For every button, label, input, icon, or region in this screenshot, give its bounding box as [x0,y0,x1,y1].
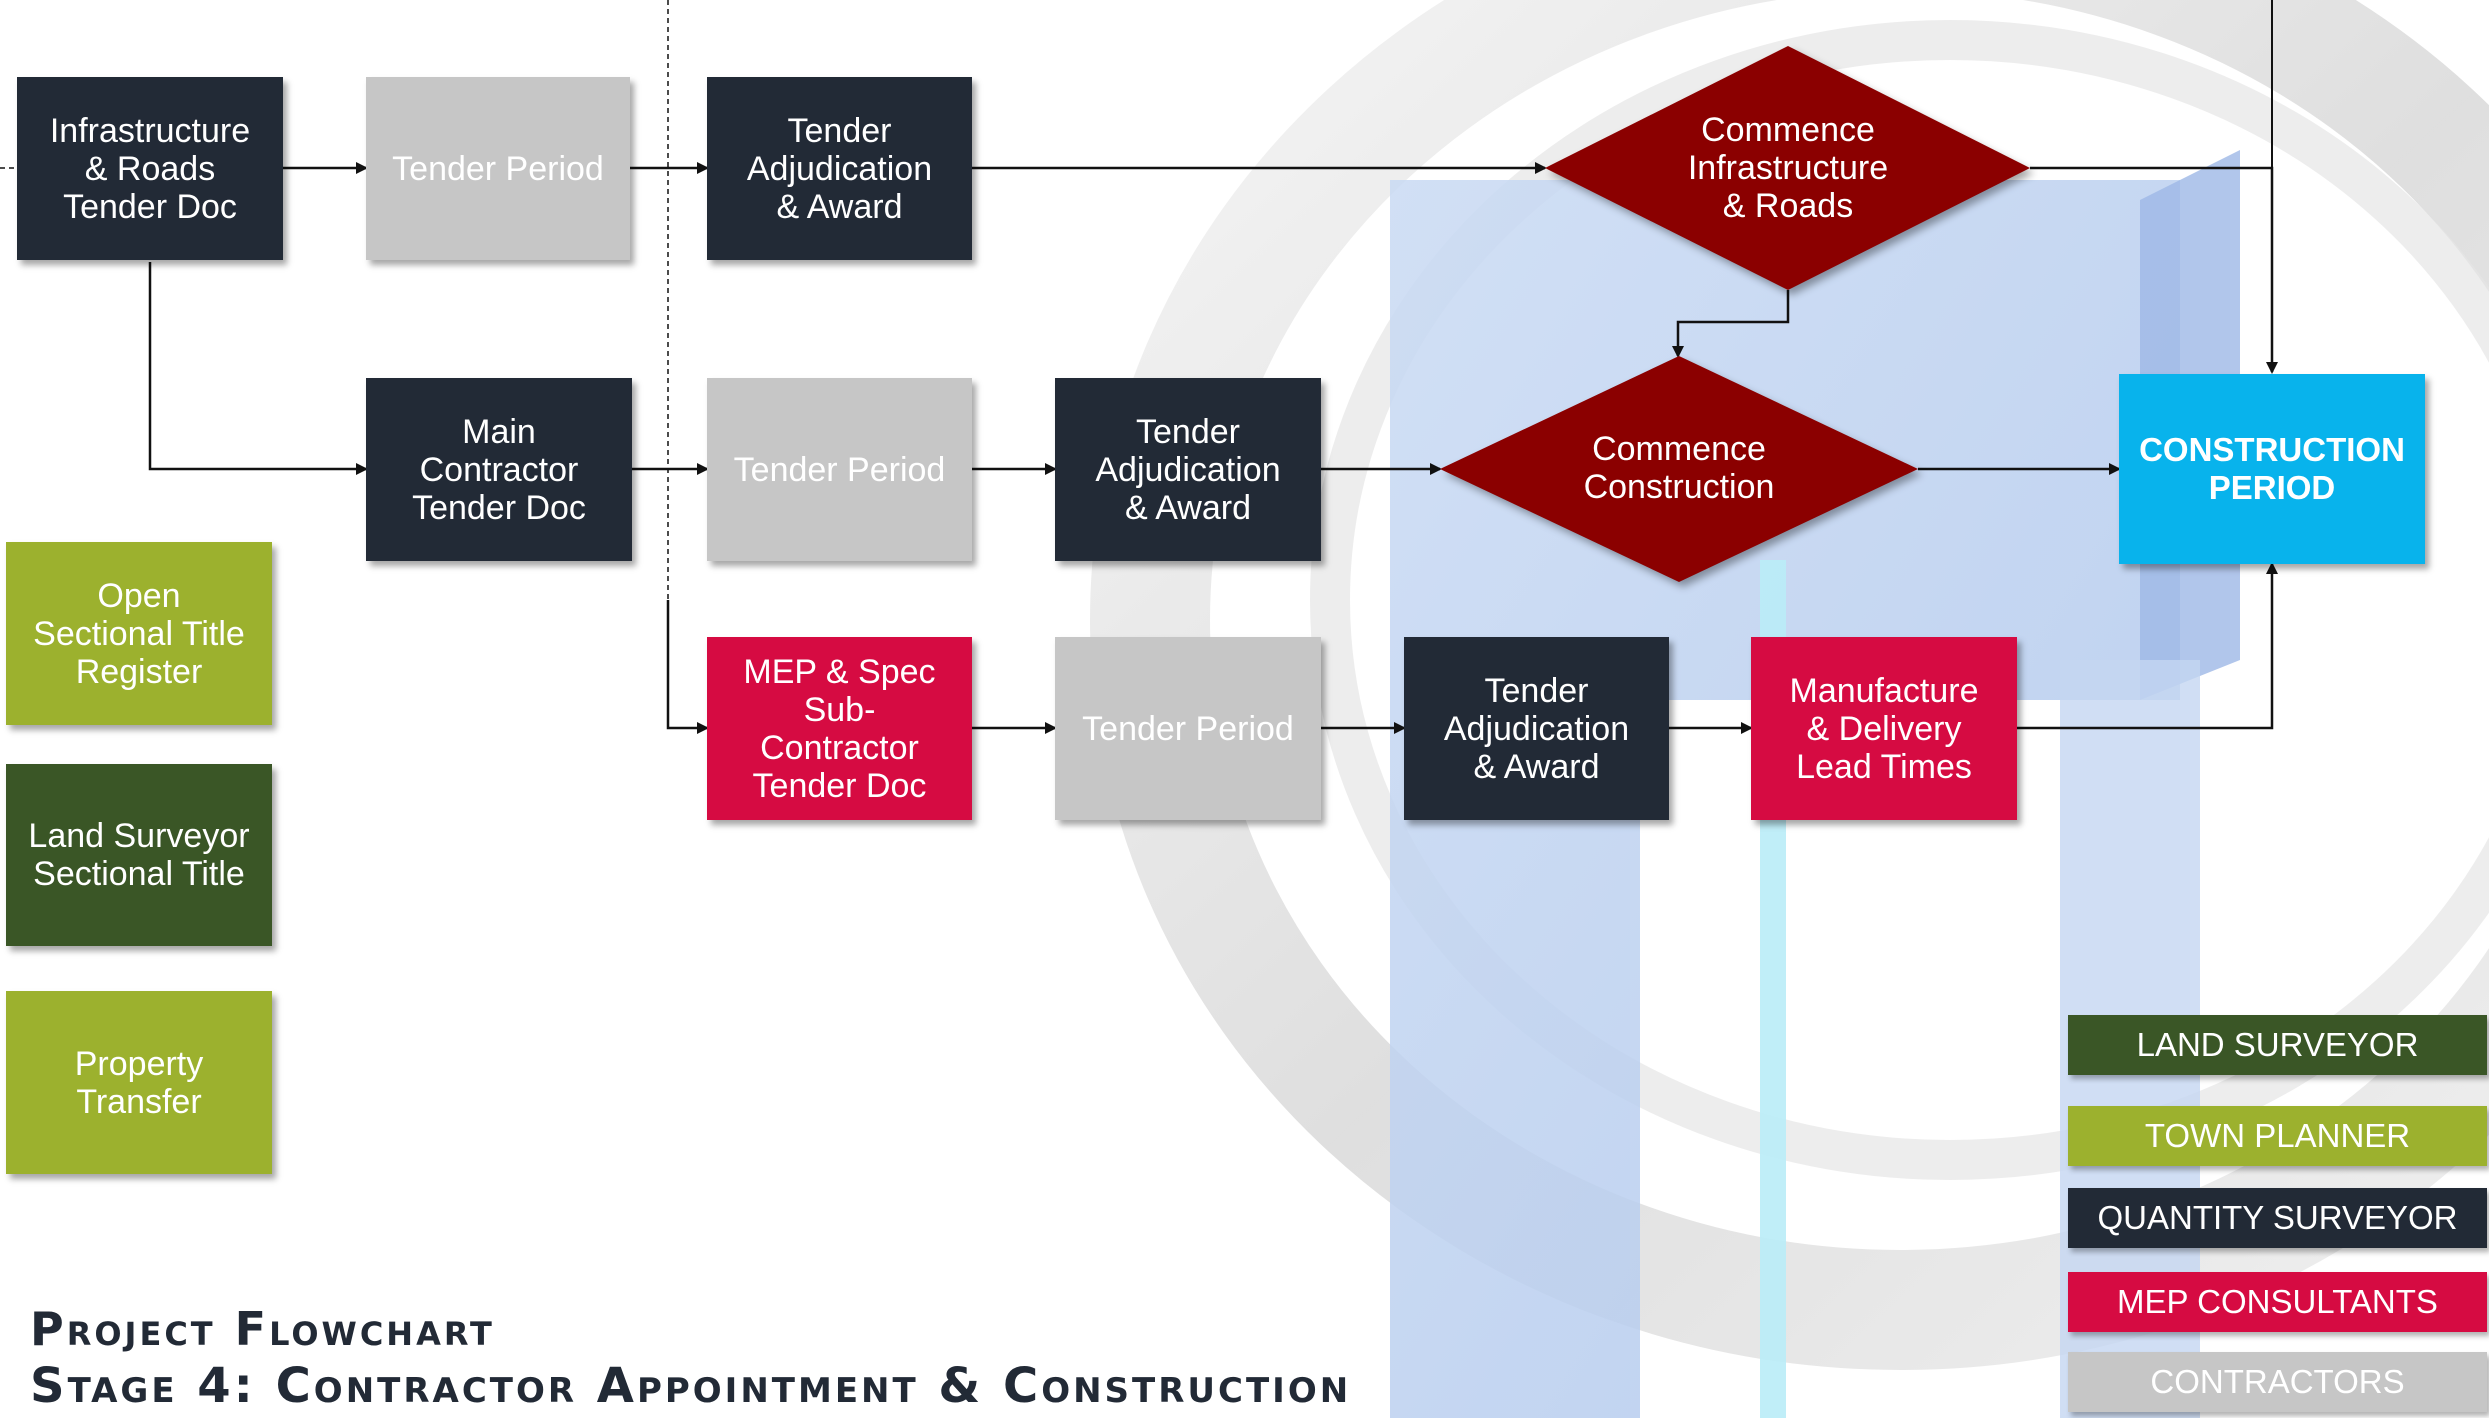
commence-infra-label: Commence Infrastructure & Roads [1687,111,1889,225]
adjudication-box-3: Tender Adjudication & Award [1404,637,1669,820]
legend-town-planner: TOWN PLANNER [2068,1106,2487,1166]
page-title: Project Flowchart [30,1302,495,1356]
property-transfer-box: Property Transfer [6,991,272,1174]
adjudication-box-1: Tender Adjudication & Award [707,77,972,260]
open-register-box: Open Sectional Title Register [6,542,272,725]
tender-period-box-3: Tender Period [1055,637,1321,820]
tender-period-box-2: Tender Period [707,378,972,561]
legend-mep-consultants: MEP CONSULTANTS [2068,1272,2487,1332]
construction-period-box: CONSTRUCTION PERIOD [2119,374,2425,564]
main-contractor-doc-box: Main Contractor Tender Doc [366,378,632,561]
infra-tender-doc-box: Infrastructure & Roads Tender Doc [17,77,283,260]
adjudication-box-2: Tender Adjudication & Award [1055,378,1321,561]
legend-land-surveyor: LAND SURVEYOR [2068,1015,2487,1075]
tender-period-box-1: Tender Period [366,77,630,260]
land-surveyor-sectional-box: Land Surveyor Sectional Title [6,764,272,946]
page-subtitle: Stage 4: Contractor Appointment & Constr… [30,1358,1352,1414]
commence-construction-label: Commence Construction [1583,430,1775,506]
commence-infra-diamond [1545,46,2030,290]
mep-tender-doc-box: MEP & Spec Sub- Contractor Tender Doc [707,637,972,820]
commence-construction-diamond [1440,356,1918,582]
manufacture-delivery-box: Manufacture & Delivery Lead Times [1751,637,2017,820]
legend-quantity-surveyor: QUANTITY SURVEYOR [2068,1188,2487,1248]
legend-contractors: CONTRACTORS [2068,1352,2487,1412]
